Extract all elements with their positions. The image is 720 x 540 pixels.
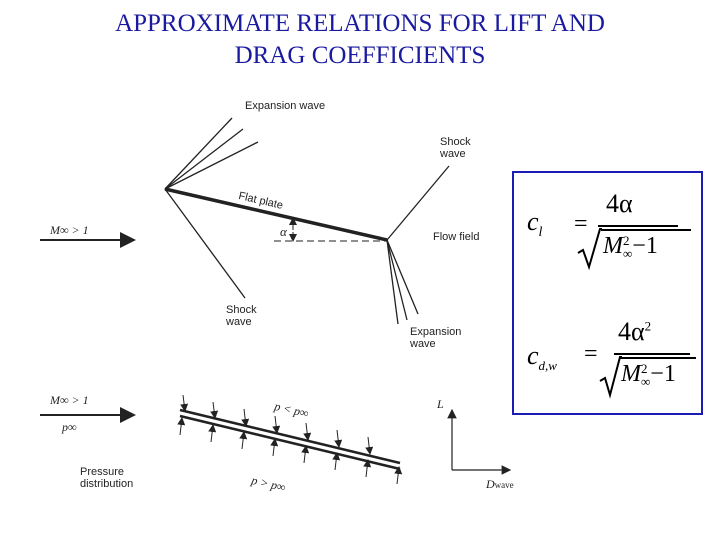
expansion-te-1 bbox=[386, 239, 399, 325]
lift-numerator: 4α bbox=[606, 189, 633, 218]
pressure-arrow-bot-3 bbox=[239, 431, 248, 450]
title-line-1: APPROXIMATE RELATIONS FOR LIFT AND bbox=[115, 10, 605, 37]
drag-equals: = bbox=[584, 341, 598, 367]
pressure-arrow-bot-7 bbox=[363, 459, 372, 478]
flat-plate bbox=[164, 187, 388, 242]
shock-line-lower bbox=[164, 188, 246, 299]
cl-subscript: l bbox=[538, 225, 543, 241]
pressure-arrow-top-5 bbox=[303, 422, 312, 441]
drag-m-sup: 2 bbox=[641, 361, 648, 377]
drag-sqrt-sign bbox=[599, 356, 622, 399]
expansion-line-2 bbox=[164, 128, 244, 190]
shock-wave-label-top: Shock wave bbox=[440, 136, 471, 160]
title-line-2: DRAG COEFFICIENTS bbox=[234, 42, 486, 69]
expansion-wave-label-top: Expansion wave bbox=[245, 100, 326, 112]
pressure-arrow-bot-8 bbox=[394, 466, 403, 485]
pressure-arrow-bot-4 bbox=[270, 438, 279, 457]
pressure-arrow-bot-1 bbox=[177, 417, 186, 436]
cdw-subscript: d,w bbox=[538, 358, 557, 374]
expansion-wave-label-bottom: Expansion wave bbox=[410, 326, 462, 350]
alpha-label: α bbox=[280, 224, 287, 239]
lift-minus-one: −1 bbox=[632, 233, 658, 259]
drag-sqrt-bar bbox=[620, 357, 696, 359]
drag-axis-label: Dwave bbox=[486, 478, 514, 491]
lift-m-sup: 2 bbox=[623, 233, 630, 249]
pressure-arrow-top-2 bbox=[210, 401, 219, 419]
drag-m: M bbox=[621, 361, 641, 387]
expansion-te-2 bbox=[386, 239, 408, 321]
drag-numerator-text: 4α bbox=[618, 317, 645, 346]
drag-m-sub: ∞ bbox=[641, 374, 651, 390]
freestream-label-top: M∞ > 1 bbox=[50, 223, 89, 237]
expansion-te-3 bbox=[386, 239, 419, 315]
cdw-symbol: cd,w bbox=[527, 341, 557, 374]
drag-axis-symbol: D bbox=[486, 477, 495, 491]
pressure-arrow-bot-6 bbox=[332, 452, 341, 471]
pressure-arrow-top-7 bbox=[365, 436, 374, 455]
drag-axis-subscript: wave bbox=[494, 480, 514, 490]
lift-sqrt-bar bbox=[601, 229, 691, 231]
cdw-base: c bbox=[527, 341, 539, 370]
pressure-arrow-bot-2 bbox=[208, 424, 217, 443]
freestream-label-bottom: M∞ > 1 bbox=[50, 393, 89, 407]
lift-m-sub: ∞ bbox=[623, 246, 633, 262]
expansion-line-3 bbox=[164, 141, 259, 190]
pressure-arrow-top-1 bbox=[180, 394, 189, 412]
drag-numerator: 4α2 bbox=[618, 317, 651, 347]
drag-minus-one: −1 bbox=[650, 361, 676, 387]
flow-field-label: Flow field bbox=[433, 231, 480, 243]
bottom-plate-lower bbox=[179, 414, 401, 471]
pressure-arrow-bot-5 bbox=[301, 445, 310, 464]
lift-fraction-bar bbox=[598, 225, 678, 227]
pressure-arrow-top-6 bbox=[334, 429, 343, 448]
drag-fraction-bar bbox=[614, 353, 690, 355]
cl-symbol: cl bbox=[527, 207, 542, 241]
p-inf-label: p∞ bbox=[62, 420, 77, 434]
lift-m: M bbox=[603, 233, 623, 259]
slide-title: APPROXIMATE RELATIONS FOR LIFT AND DRAG … bbox=[0, 8, 720, 72]
shock-wave-label-bottom: Shock wave bbox=[226, 304, 257, 328]
shock-line-upper bbox=[386, 165, 450, 241]
expansion-line-1 bbox=[164, 117, 233, 190]
cl-base: c bbox=[527, 207, 539, 236]
lift-equals: = bbox=[574, 211, 588, 237]
pressure-arrow-top-3 bbox=[241, 408, 250, 427]
pressure-arrow-top-4 bbox=[272, 415, 281, 434]
bottom-plate-upper bbox=[179, 408, 401, 465]
lift-sqrt-sign bbox=[577, 228, 602, 271]
lift-axis-label: L bbox=[437, 397, 444, 411]
drag-numerator-sup: 2 bbox=[644, 318, 652, 334]
pressure-distribution-label: Pressure distribution bbox=[80, 466, 134, 490]
